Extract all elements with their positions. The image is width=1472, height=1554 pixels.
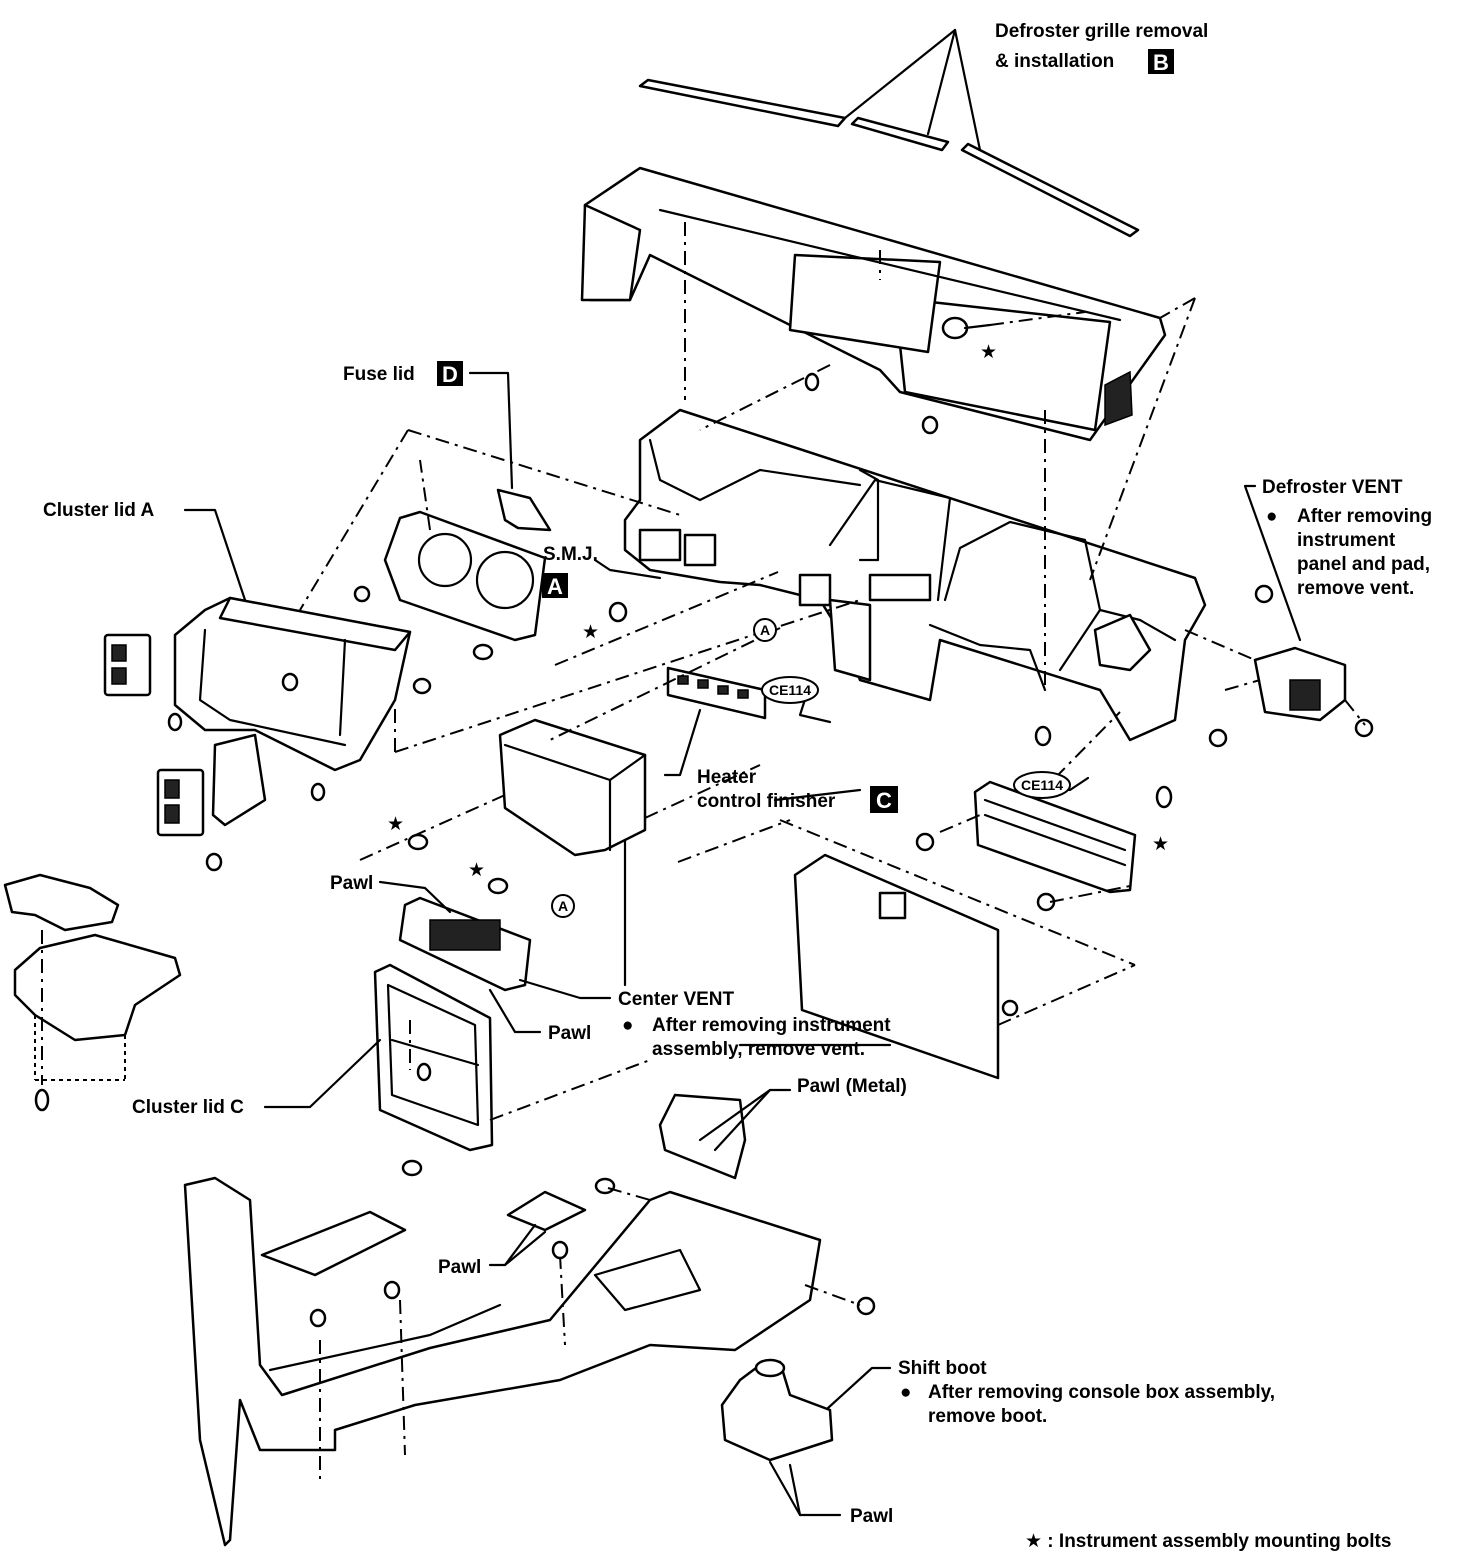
glove-box	[793, 853, 1000, 1080]
instrument-panel-body	[623, 408, 1207, 742]
star-marker-2: ★	[582, 622, 599, 643]
metal-pawl-part	[658, 1093, 747, 1180]
defroster-vent-note-4: remove vent.	[1297, 578, 1414, 599]
center-vent-bullet: ●	[622, 1015, 633, 1036]
smj-label: S.M.J.	[543, 544, 598, 565]
center-vent-part	[398, 896, 532, 992]
pawl-metal-label: Pawl (Metal)	[797, 1076, 907, 1097]
circle-a-lower-text: A	[558, 898, 568, 914]
defroster-grille-label-line2: & installation	[995, 51, 1114, 72]
heater-ref-box: C	[870, 786, 898, 813]
star-marker-4: ★	[468, 860, 485, 881]
steering-column-covers	[3, 873, 182, 1085]
center-vent-note-1: After removing instrument	[652, 1015, 891, 1036]
shift-boot-label: Shift boot	[898, 1358, 987, 1379]
pawl-label-3: Pawl	[438, 1257, 481, 1278]
shift-boot-bullet: ●	[900, 1382, 911, 1403]
defroster-grille-ref-box: B	[1148, 49, 1174, 75]
ce114-upper-tag: CE114	[761, 676, 819, 704]
defroster-vent-label: Defroster VENT	[1262, 477, 1403, 498]
legend-text: ★ : Instrument assembly mounting bolts	[1025, 1531, 1391, 1552]
defroster-vent-note-2: instrument	[1297, 530, 1396, 551]
heater-control-finisher-part	[666, 666, 767, 720]
screw-icons	[34, 372, 1374, 1328]
star-bolt-pad	[941, 311, 1086, 340]
defroster-vent-note-3: panel and pad,	[1297, 554, 1430, 575]
console-box	[183, 1176, 822, 1547]
center-vent-note-2: assembly, remove vent.	[652, 1039, 865, 1060]
fuse-lid-label: Fuse lid	[343, 364, 415, 385]
smj-ref: A	[547, 574, 563, 599]
leader-lines	[183, 371, 1302, 1517]
heater-control-label-line1: Heater	[697, 767, 757, 788]
defroster-vent-note-1: After removing	[1297, 506, 1432, 527]
pawl-label-1: Pawl	[330, 873, 373, 894]
pawl-label-2: Pawl	[548, 1023, 591, 1044]
center-vent-label: Center VENT	[618, 989, 735, 1010]
star-marker-1: ★	[980, 342, 997, 363]
shift-boot-note-1: After removing console box assembly,	[928, 1382, 1275, 1403]
pawl-label-4: Pawl	[850, 1506, 893, 1527]
heater-ref: C	[876, 788, 892, 813]
switch-panels-left	[103, 633, 267, 837]
fuse-lid-part	[496, 488, 552, 532]
side-defroster-vent	[1253, 646, 1347, 722]
smj-ref-box: A	[542, 573, 568, 599]
shift-boot-note-2: remove boot.	[928, 1406, 1047, 1427]
alignment-lines	[34, 297, 1366, 1306]
cluster-lid-a-label: Cluster lid A	[43, 500, 154, 521]
defroster-grille-parts	[638, 28, 1140, 238]
heater-control-label-line2: control finisher	[697, 791, 836, 812]
ce114-lower-tag: CE114	[1013, 771, 1071, 799]
circle-a-upper-marker: A	[753, 618, 777, 642]
combination-meter	[383, 459, 547, 642]
fuse-lid-ref-box: D	[437, 361, 463, 387]
circle-a-lower-marker: A	[551, 894, 575, 918]
star-marker-3: ★	[387, 814, 404, 835]
cluster-lid-c-part	[373, 963, 494, 1152]
circle-a-upper-text: A	[760, 622, 770, 638]
shift-boot-part	[720, 1358, 834, 1462]
star-marker-5: ★	[1152, 834, 1169, 855]
ce114-upper-text: CE114	[769, 682, 811, 698]
cluster-lid-c-label: Cluster lid C	[132, 1097, 244, 1118]
ce114-lower-text: CE114	[1021, 777, 1063, 793]
audio-unit	[498, 718, 647, 857]
defroster-grille-ref: B	[1153, 50, 1169, 75]
defroster-vent-bullet: ●	[1266, 506, 1277, 527]
lower-cover-right	[973, 780, 1137, 894]
instrument-pad	[580, 166, 1167, 442]
defroster-grille-label: Defroster grille removal	[995, 21, 1208, 42]
fuse-lid-ref: D	[442, 362, 458, 387]
